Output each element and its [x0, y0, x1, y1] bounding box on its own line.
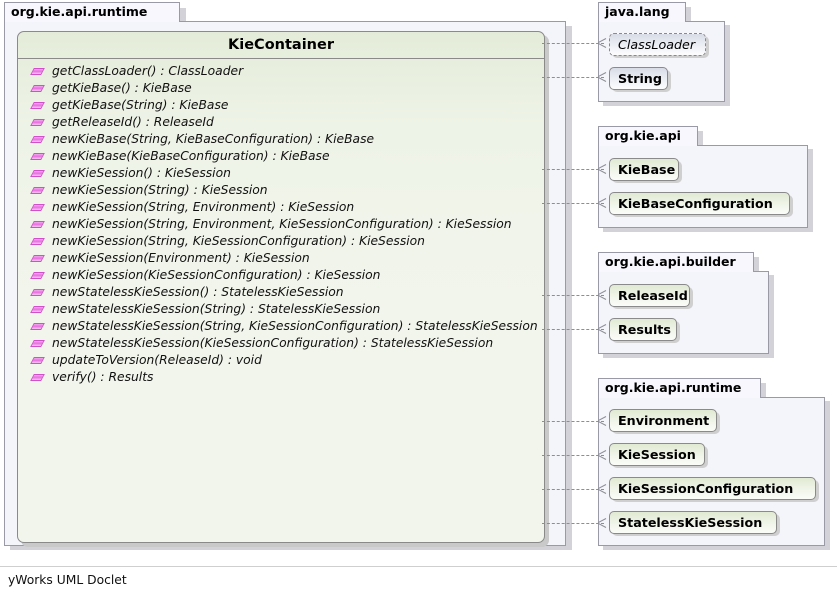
- method-row[interactable]: newKieSession() : KieSession: [18, 165, 544, 182]
- package-java-lang[interactable]: java.lang ClassLoader String: [598, 2, 730, 106]
- package-org-kie-api-runtime-main[interactable]: org.kie.api.runtime KieContainer getClas…: [4, 2, 572, 550]
- method-row[interactable]: getClassLoader() : ClassLoader: [18, 63, 544, 80]
- method-signature: getClassLoader() : ClassLoader: [52, 64, 244, 78]
- method-list: getClassLoader() : ClassLoader getKieBas…: [18, 59, 544, 386]
- package-label-org-kie-api-runtime-right[interactable]: org.kie.api.runtime: [598, 378, 761, 398]
- dependency-edge-kiesession: [542, 455, 604, 456]
- tool-credit: yWorks UML Doclet: [8, 573, 127, 587]
- method-signature: newKieSession(String) : KieSession: [52, 183, 268, 197]
- package-label-main[interactable]: org.kie.api.runtime: [4, 2, 180, 22]
- class-kiesessionconfiguration[interactable]: KieSessionConfiguration: [609, 477, 816, 500]
- dependency-arrowhead-environment: [597, 416, 606, 426]
- dependency-arrowhead-kiebaseconfiguration: [597, 198, 606, 208]
- method-row[interactable]: getKieBase(String) : KieBase: [18, 97, 544, 114]
- method-row[interactable]: newKieSession(Environment) : KieSession: [18, 250, 544, 267]
- class-classloader[interactable]: ClassLoader: [609, 33, 706, 56]
- method-row[interactable]: newStatelessKieSession(KieSessionConfigu…: [18, 335, 544, 352]
- method-row[interactable]: newKieBase(String, KieBaseConfiguration)…: [18, 131, 544, 148]
- method-row[interactable]: newKieSession(String, Environment) : Kie…: [18, 199, 544, 216]
- method-row[interactable]: newKieSession(String, Environment, KieSe…: [18, 216, 544, 233]
- dependency-arrowhead-releaseid: [597, 290, 606, 300]
- dependency-arrowhead-statelesskiesession: [597, 518, 606, 528]
- method-signature: newKieSession(String, Environment) : Kie…: [52, 200, 355, 214]
- method-row[interactable]: newKieSession(String) : KieSession: [18, 182, 544, 199]
- dependency-edge-kiebase: [542, 169, 604, 170]
- class-kiebase[interactable]: KieBase: [609, 158, 679, 181]
- method-signature: getReleaseId() : ReleaseId: [52, 115, 214, 129]
- method-signature: newKieBase(KieBaseConfiguration) : KieBa…: [52, 149, 330, 163]
- footer-divider: [0, 566, 837, 567]
- method-row[interactable]: newKieSession(String, KieSessionConfigur…: [18, 233, 544, 250]
- method-row[interactable]: newStatelessKieSession(String, KieSessio…: [18, 318, 544, 335]
- method-row[interactable]: newKieBase(KieBaseConfiguration) : KieBa…: [18, 148, 544, 165]
- dependency-edge-string: [542, 77, 604, 78]
- class-kiesession[interactable]: KieSession: [609, 443, 705, 466]
- method-signature: newStatelessKieSession(KieSessionConfigu…: [52, 336, 494, 350]
- method-signature: updateToVersion(ReleaseId) : void: [52, 353, 262, 367]
- method-signature: newStatelessKieSession(String) : Statele…: [52, 302, 381, 316]
- dependency-edge-results: [542, 329, 604, 330]
- method-signature: newKieSession(String, Environment, KieSe…: [52, 217, 512, 231]
- package-org-kie-api-builder[interactable]: org.kie.api.builder ReleaseId Results: [598, 252, 774, 358]
- method-row[interactable]: newStatelessKieSession(String) : Statele…: [18, 301, 544, 318]
- dependency-arrowhead-classloader: [597, 38, 606, 48]
- class-environment[interactable]: Environment: [609, 409, 717, 432]
- method-row[interactable]: getReleaseId() : ReleaseId: [18, 114, 544, 131]
- dependency-edge-releaseid: [542, 295, 604, 296]
- class-kiecontainer[interactable]: KieContainer getClassLoader() : ClassLoa…: [17, 31, 545, 543]
- dependency-edge-statelesskiesession: [542, 523, 604, 524]
- method-signature: newStatelessKieSession(String, KieSessio…: [52, 319, 538, 333]
- package-org-kie-api[interactable]: org.kie.api KieBase KieBaseConfiguration: [598, 126, 813, 232]
- dependency-arrowhead-kiesessionconfiguration: [597, 484, 606, 494]
- method-signature: newKieSession() : KieSession: [52, 166, 231, 180]
- method-signature: getKieBase() : KieBase: [52, 81, 192, 95]
- method-signature: newKieSession(String, KieSessionConfigur…: [52, 234, 425, 248]
- dependency-edge-kiebaseconfiguration: [542, 203, 604, 204]
- method-row[interactable]: newStatelessKieSession() : StatelessKieS…: [18, 284, 544, 301]
- package-label-java-lang[interactable]: java.lang: [598, 2, 686, 22]
- dependency-arrowhead-kiebase: [597, 164, 606, 174]
- method-row[interactable]: updateToVersion(ReleaseId) : void: [18, 352, 544, 369]
- class-string[interactable]: String: [609, 67, 668, 90]
- method-signature: getKieBase(String) : KieBase: [52, 98, 229, 112]
- dependency-arrowhead-kiesession: [597, 450, 606, 460]
- method-signature: newKieSession(KieSessionConfiguration) :…: [52, 268, 381, 282]
- method-row[interactable]: newKieSession(KieSessionConfiguration) :…: [18, 267, 544, 284]
- method-signature: verify() : Results: [52, 370, 154, 384]
- package-label-org-kie-api-builder[interactable]: org.kie.api.builder: [598, 252, 754, 272]
- package-org-kie-api-runtime-right[interactable]: org.kie.api.runtime Environment KieSessi…: [598, 378, 830, 550]
- method-signature: newStatelessKieSession() : StatelessKieS…: [52, 285, 344, 299]
- method-row[interactable]: getKieBase() : KieBase: [18, 80, 544, 97]
- class-title-kiecontainer: KieContainer: [228, 37, 334, 53]
- method-row[interactable]: verify() : Results: [18, 369, 544, 386]
- method-signature: newKieBase(String, KieBaseConfiguration)…: [52, 132, 375, 146]
- dependency-edge-kiesessionconfiguration: [542, 489, 604, 490]
- package-label-org-kie-api[interactable]: org.kie.api: [598, 126, 698, 146]
- dependency-arrowhead-results: [597, 324, 606, 334]
- class-releaseid[interactable]: ReleaseId: [609, 284, 690, 307]
- dependency-edge-environment: [542, 421, 604, 422]
- class-title-separator: [18, 58, 544, 59]
- dependency-arrowhead-string: [597, 72, 606, 82]
- class-results[interactable]: Results: [609, 318, 677, 341]
- class-kiebaseconfiguration[interactable]: KieBaseConfiguration: [609, 192, 790, 215]
- method-signature: newKieSession(Environment) : KieSession: [52, 251, 310, 265]
- class-statelesskiesession[interactable]: StatelessKieSession: [609, 511, 777, 534]
- dependency-edge-classloader: [542, 43, 604, 44]
